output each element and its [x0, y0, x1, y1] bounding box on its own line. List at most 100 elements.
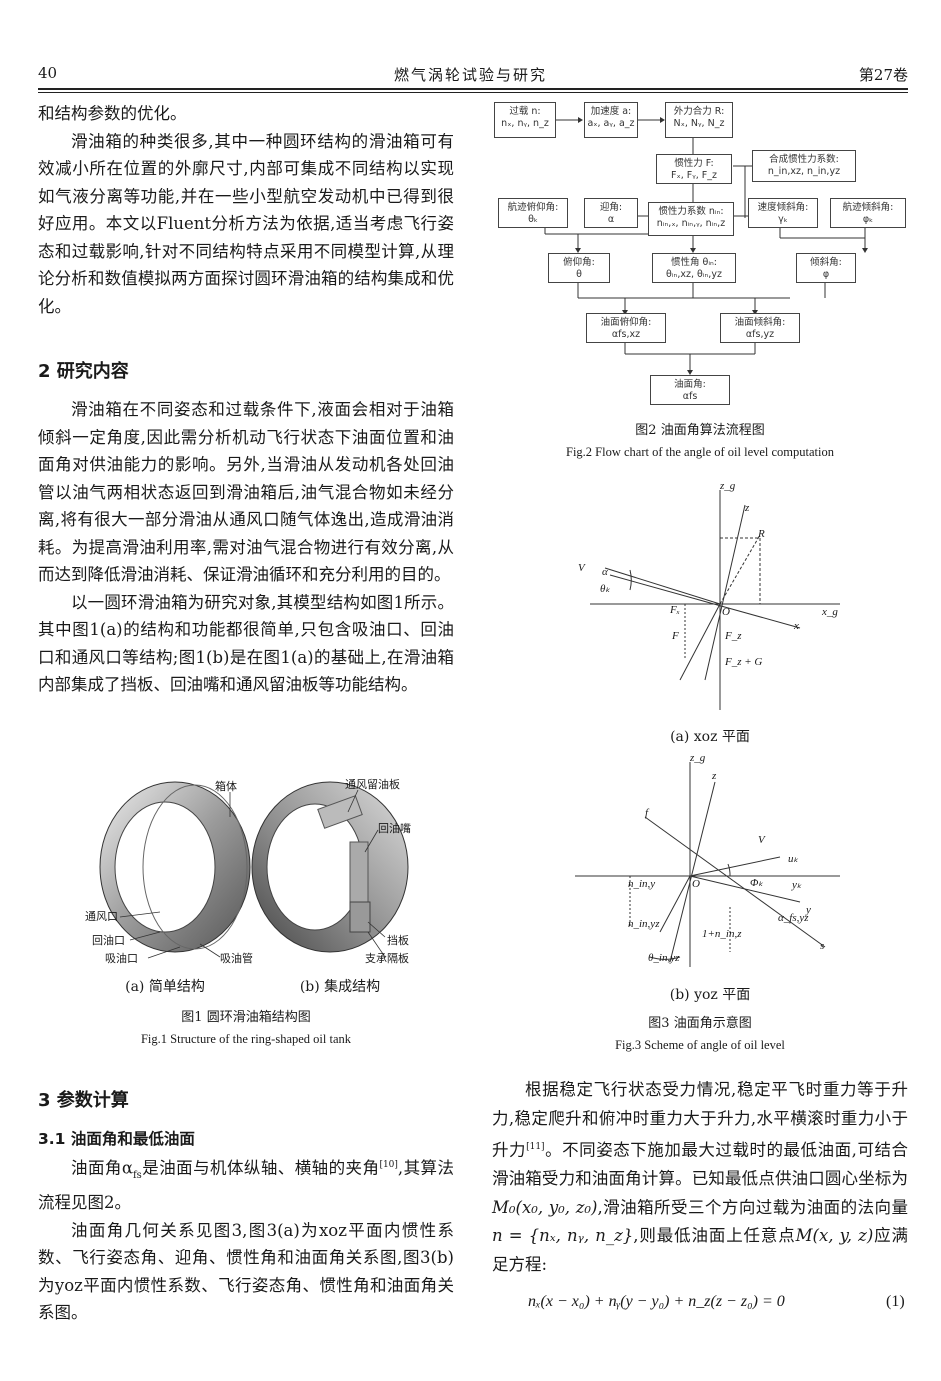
text-run: 是油面与机体纵轴、横轴的夹角: [141, 1158, 380, 1178]
box-oil-roll: 油面倾斜角:αfs,yz: [720, 313, 800, 343]
box-label: 倾斜角:: [810, 257, 842, 268]
fig2-caption-en: Fig.2 Flow chart of the angle of oil lev…: [566, 445, 834, 459]
label-suction-pipe: 吸油管: [220, 953, 253, 965]
label-V: V: [578, 562, 585, 574]
ring-a-edge: [142, 784, 248, 950]
box-sub: nᵢₙ,ₓ, nᵢₙ,ᵧ, nᵢₙ,z: [656, 218, 726, 229]
ring-a-inner: [114, 801, 216, 933]
text-run: 根据稳定飞行状态受力情况,稳定平飞时重力等于升力,稳定爬升和俯冲时重力大于升力,…: [492, 1080, 908, 1160]
math-inline: M₀(x₀, y₀, z₀): [492, 1197, 598, 1217]
paragraph: 以一圆环滑油箱为研究对象,其模型结构如图1所示。其中图1(a)的结构和功能都很简…: [38, 592, 454, 695]
box-sub: θᵢₙ,xz, θᵢₙ,yz: [666, 269, 722, 280]
box-inertia-coef: 惯性力系数 nᵢₙ:nᵢₙ,ₓ, nᵢₙ,ᵧ, nᵢₙ,z: [648, 202, 734, 236]
label-nyz: n_in,yz: [628, 918, 660, 930]
box-acceleration: 加速度 a:aₓ, aᵧ, a_z: [584, 102, 638, 138]
box-oil-angle: 油面角:αfs: [650, 375, 730, 405]
section-heading: 2 研究内容: [38, 361, 129, 382]
box-sub: αfs,xz: [611, 329, 641, 340]
paragraph: 油面角αfs是油面与机体纵轴、横轴的夹角[10],其算法流程见图2。: [38, 1152, 454, 1217]
box-sub: θₖ: [528, 214, 538, 225]
box-aoa: 迎角:α: [584, 198, 638, 228]
fig3-caption-en: Fig.3 Scheme of angle of oil level: [615, 1038, 785, 1052]
box-sub: θ: [576, 269, 582, 280]
subsection-heading: 3.1 油面角和最低油面: [38, 1130, 195, 1148]
left-text-block-2: 滑油箱在不同姿态和过载条件下,液面会相对于油箱倾斜一定角度,因此需分析机动飞行状…: [38, 396, 454, 699]
box-combined-coef: 合成惯性力系数:n_in,xz, n_in,yz: [752, 150, 856, 182]
box-sub: Fₓ, Fᵧ, F_z: [671, 170, 717, 181]
text-run: ,其算法流程见图2。: [38, 1158, 454, 1213]
label-Fz: F_z: [725, 630, 742, 642]
label-R: R: [758, 528, 765, 540]
box-label: 惯性力 F:: [674, 158, 714, 169]
label-theta: θₖ: [600, 583, 611, 595]
label-box: 箱体: [215, 781, 237, 793]
figure-3a: z_g z R V α θₖ Fₓ O x_g x F F_z F_z + G: [570, 480, 850, 720]
box-label: 惯性力系数 nᵢₙ:: [658, 206, 724, 217]
label-y: y: [806, 904, 811, 916]
section-heading: 3 参数计算: [38, 1090, 129, 1111]
label-support: 支承隔板: [365, 953, 409, 965]
equation-1: nₓ(x − x₀) + nᵧ(y − y₀) + n_z(z − z₀) = …: [528, 1293, 785, 1310]
figure-3b: z_g z f V uₖ n_in,y O Φₖ yₖ n_in,yz 1+n_…: [570, 752, 850, 977]
math-inline: M(x, y, z): [795, 1226, 874, 1245]
box-sub: α: [607, 214, 615, 225]
label-z: z: [712, 770, 717, 782]
figure-1: 箱体 通风留油板 回油嘴 通风口 回油口 吸油口 吸油管 挡板 支承隔板: [80, 772, 420, 972]
box-label: 合成惯性力系数:: [769, 154, 839, 165]
label-suction-port: 吸油口: [105, 953, 138, 965]
vent-plate-shape: [317, 795, 363, 829]
box-label: 外力合力 R:: [673, 106, 725, 117]
box-oil-pitch: 油面俯仰角:αfs,xz: [586, 313, 666, 343]
box-track-pitch: 航迹俯仰角:θₖ: [498, 198, 568, 228]
box-label: 油面俯仰角:: [600, 317, 652, 328]
label-O: O: [692, 878, 700, 890]
box-sub: φ: [822, 269, 830, 280]
box-track-roll: 航迹倾斜角:φₖ: [830, 198, 906, 228]
paragraph: 根据稳定飞行状态受力情况,稳定平飞时重力等于升力,稳定爬升和俯冲时重力大于升力,…: [492, 1076, 908, 1279]
box-label: 速度倾斜角:: [757, 202, 809, 213]
box-label: 油面角:: [674, 379, 706, 390]
fig1-caption-en: Fig.1 Structure of the ring-shaped oil t…: [140, 1032, 352, 1046]
label-F: F: [672, 630, 679, 642]
label-FzG: F_z + G: [725, 656, 763, 668]
label-phik: Φₖ: [750, 877, 764, 889]
fig3-sub-a: (a) xoz 平面: [670, 729, 750, 745]
fig3-sub-b: (b) yoz 平面: [669, 987, 751, 1003]
box-roll: 倾斜角:φ: [796, 253, 856, 283]
text-run: 。不同姿态下施加最大过载时的最低油面,可结合滑油箱受力和油面角计算。已知最低点供…: [492, 1140, 909, 1189]
fig2-caption-cn: 图2 油面角算法流程图: [635, 423, 765, 438]
box-inertia-force: 惯性力 F:Fₓ, Fᵧ, F_z: [656, 154, 732, 184]
yoz-diagram: [575, 762, 840, 967]
label-ny: n_in,y: [628, 878, 656, 890]
box-sub: Nₓ, Nᵧ, N_z: [673, 118, 725, 129]
label-baffle: 挡板: [387, 935, 409, 947]
page-number: 40: [38, 64, 58, 82]
box-sub: nₓ, nᵧ, n_z: [501, 118, 549, 129]
label-zg: z_g: [720, 480, 736, 492]
left-text-block-1: 和结构参数的优化。 滑油箱的种类很多,其中一种圆环结构的滑油箱可有效减小所在位置…: [38, 100, 454, 320]
paragraph: 和结构参数的优化。: [38, 104, 187, 123]
ring-b-inner: [266, 803, 364, 931]
box-label: 俯仰角:: [563, 257, 595, 268]
baffle-shape: [349, 901, 371, 933]
subscript: fs: [132, 1169, 142, 1181]
citation: [10]: [379, 1160, 398, 1170]
paragraph: 油面角几何关系见图3,图3(a)为xoz平面内惯性系数、飞行姿态角、迎角、惯性角…: [38, 1220, 454, 1323]
text-run: ,滑油箱所受三个方向过载为油面的法向量: [597, 1197, 908, 1217]
label-return-port: 回油口: [92, 935, 125, 947]
label-z: z: [745, 502, 750, 514]
box-label: 油面倾斜角:: [734, 317, 786, 328]
box-sub: αfs: [682, 391, 698, 402]
label-Fx: Fₓ: [670, 604, 680, 616]
box-sub: γₖ: [778, 214, 788, 225]
text-run: ,则最低油面上任意点: [633, 1226, 796, 1245]
label-return-nozzle: 回油嘴: [378, 823, 411, 835]
label-vent-plate: 通风留油板: [345, 779, 400, 791]
label-s: s: [820, 940, 825, 952]
box-sub: n_in,xz, n_in,yz: [767, 166, 841, 177]
text-run: 油面角α: [71, 1158, 133, 1178]
box-overload: 过载 n:nₓ, nᵧ, n_z: [494, 102, 556, 138]
box-sub: φₖ: [862, 214, 874, 225]
box-external-force: 外力合力 R:Nₓ, Nᵧ, N_z: [665, 102, 733, 138]
header-rule-thin: [38, 92, 908, 93]
